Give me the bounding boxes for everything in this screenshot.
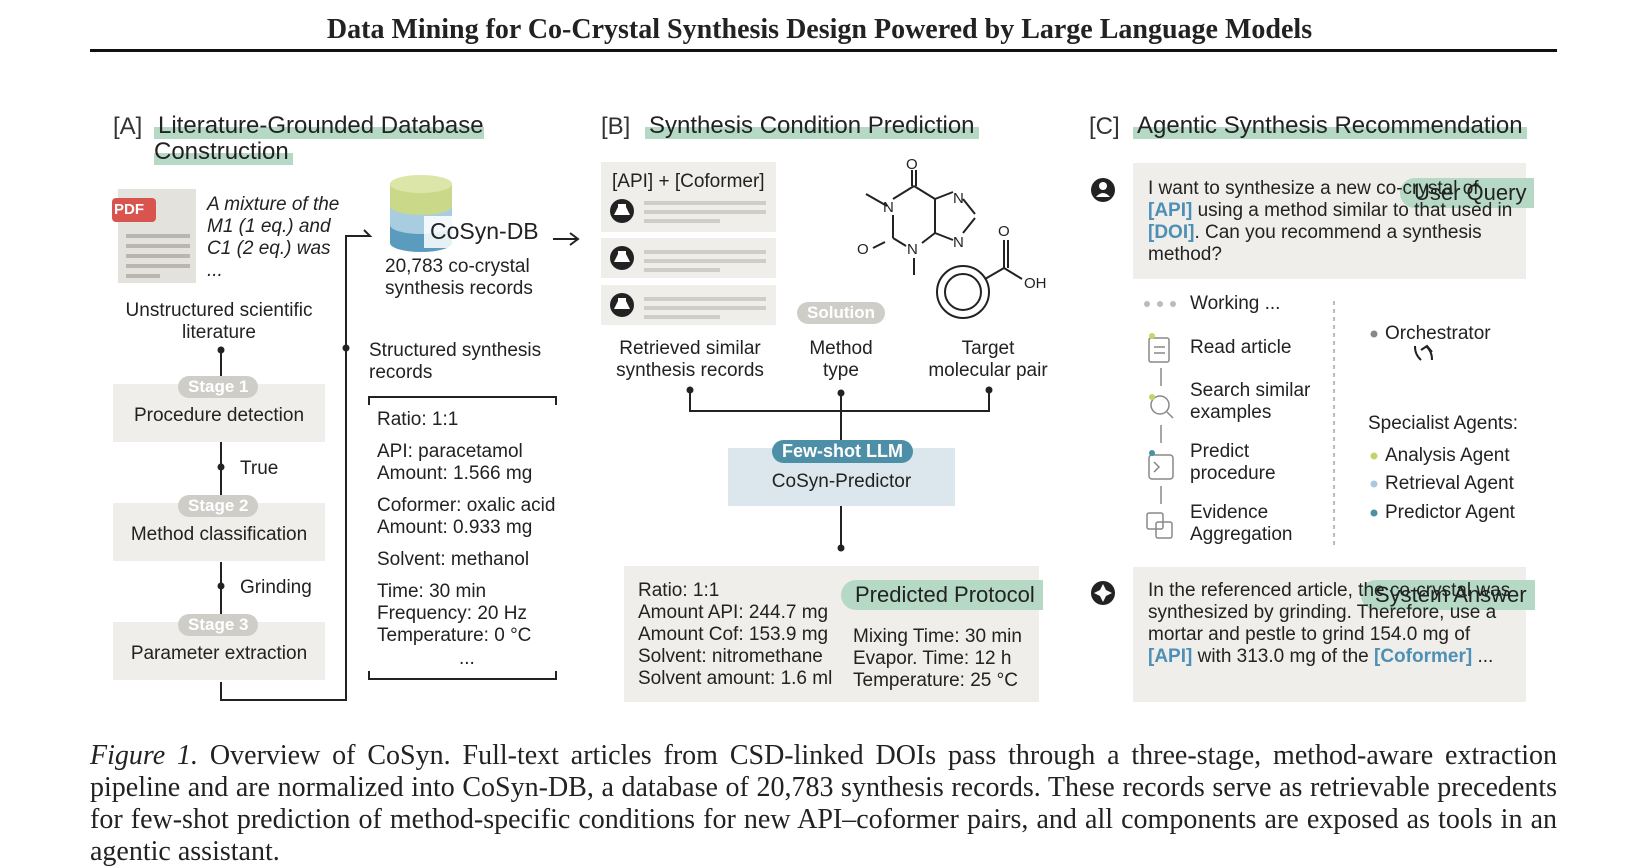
record-temperature: Temperature: 0 °C bbox=[377, 625, 532, 646]
title-divider bbox=[90, 49, 1557, 52]
record-coformer: Coformer: oxalic acid bbox=[377, 495, 556, 516]
unstructured-literature-label: Unstructured scientific literature bbox=[125, 300, 313, 343]
atom-n-2: N bbox=[907, 241, 918, 258]
atom-o-3: O bbox=[998, 223, 1010, 240]
panel-b-letter: [B] bbox=[601, 113, 631, 140]
method-type-label: Method type bbox=[809, 338, 873, 381]
structured-records-label: Structured synthesis records bbox=[369, 340, 542, 383]
stage-2-label: Method classification bbox=[130, 524, 308, 545]
stage-3-pill: Stage 3 bbox=[178, 614, 259, 636]
step-working: Working ... bbox=[1190, 293, 1281, 314]
edge-label-true: True bbox=[240, 458, 279, 479]
system-answer-text: In the referenced article, the co-crysta… bbox=[1148, 580, 1511, 667]
database-name: CoSyn-DB bbox=[430, 218, 539, 244]
protocol-mixing-time: Mixing Time: 30 min bbox=[853, 626, 1022, 647]
molecule-structure bbox=[865, 170, 1023, 319]
record-time: Time: 30 min bbox=[377, 581, 487, 602]
stage-1-label: Procedure detection bbox=[133, 405, 305, 426]
retrieved-records-label: Retrieved similar synthesis records bbox=[616, 338, 764, 381]
panel-c-letter: [C] bbox=[1089, 113, 1120, 140]
system-answer-pill: System Answer bbox=[1361, 580, 1535, 610]
orchestrator-cycle-icon bbox=[1414, 344, 1433, 361]
protocol-solvent-amount: Solvent amount: 1.6 ml bbox=[638, 668, 833, 689]
atom-o-1: O bbox=[906, 156, 918, 173]
few-shot-llm-pill: Few-shot LLM bbox=[772, 440, 913, 463]
step-predict-procedure: Predict procedure bbox=[1190, 441, 1276, 484]
edge-label-grinding: Grinding bbox=[240, 577, 312, 598]
protocol-solvent: Solvent: nitromethane bbox=[638, 646, 823, 667]
record-api-amount: Amount: 1.566 mg bbox=[377, 463, 533, 484]
stage-1-pill: Stage 1 bbox=[178, 376, 259, 398]
cosyn-predictor-label: CoSyn-Predictor bbox=[771, 471, 912, 492]
orchestrator-label: Orchestrator bbox=[1385, 323, 1491, 344]
record-ellipsis: ... bbox=[459, 648, 475, 669]
step-read-article: Read article bbox=[1190, 337, 1292, 358]
predicted-protocol-pill: Predicted Protocol bbox=[841, 580, 1043, 610]
panel-a-letter: [A] bbox=[113, 113, 143, 140]
query-pair-label: [API] + [Coformer] bbox=[612, 171, 765, 192]
protocol-temperature: Temperature: 25 °C bbox=[853, 670, 1018, 691]
literature-snippet: A mixture of the M1 (1 eq.) and C1 (2 eq… bbox=[207, 194, 340, 281]
record-frequency: Frequency: 20 Hz bbox=[377, 603, 527, 624]
retrieval-agent-label: Retrieval Agent bbox=[1385, 473, 1514, 494]
record-api: API: paracetamol bbox=[377, 441, 523, 462]
predictor-agent-label: Predictor Agent bbox=[1385, 502, 1515, 523]
figure-caption: Figure 1. Overview of CoSyn. Full-text a… bbox=[90, 740, 1557, 867]
pdf-badge bbox=[112, 198, 156, 222]
panel-c-title: Agentic Synthesis Recommendation bbox=[1133, 112, 1527, 139]
step-search-similar: Search similar examples bbox=[1190, 380, 1311, 423]
atom-n-3: N bbox=[953, 190, 964, 207]
step-evidence-aggregation: Evidence Aggregation bbox=[1190, 502, 1293, 545]
panel-a-title: Literature-Grounded Database Constructio… bbox=[154, 112, 484, 165]
record-solvent: Solvent: methanol bbox=[377, 549, 530, 570]
page-title: Data Mining for Co-Crystal Synthesis Des… bbox=[326, 14, 1313, 45]
user-query-pill: User Query bbox=[1400, 178, 1535, 208]
solution-pill: Solution bbox=[797, 302, 885, 324]
analysis-agent-label: Analysis Agent bbox=[1385, 445, 1510, 466]
atom-n-1: N bbox=[883, 199, 894, 216]
stage-2-pill: Stage 2 bbox=[178, 495, 259, 517]
protocol-evapor-time: Evapor. Time: 12 h bbox=[853, 648, 1012, 669]
panel-b-title: Synthesis Condition Prediction bbox=[645, 112, 979, 139]
pdf-label: PDF bbox=[114, 201, 144, 218]
target-pair-label: Target molecular pair bbox=[928, 338, 1048, 381]
record-ratio: Ratio: 1:1 bbox=[377, 409, 459, 430]
protocol-amount-api: Amount API: 244.7 mg bbox=[638, 602, 829, 623]
specialist-agents-label: Specialist Agents: bbox=[1368, 413, 1518, 434]
diagram-connectors bbox=[112, 162, 1526, 702]
stage-3-label: Parameter extraction bbox=[130, 643, 308, 664]
protocol-amount-cof: Amount Cof: 153.9 mg bbox=[638, 624, 829, 645]
atom-o-2: O bbox=[857, 241, 869, 258]
protocol-ratio: Ratio: 1:1 bbox=[638, 580, 720, 601]
atom-n-4: N bbox=[953, 234, 964, 251]
database-description: 20,783 co-crystal synthesis records bbox=[385, 256, 533, 299]
user-query-text: I want to synthesize a new co-crystal of… bbox=[1148, 178, 1513, 265]
atom-oh: OH bbox=[1024, 275, 1047, 292]
record-coformer-amount: Amount: 0.933 mg bbox=[377, 517, 533, 538]
